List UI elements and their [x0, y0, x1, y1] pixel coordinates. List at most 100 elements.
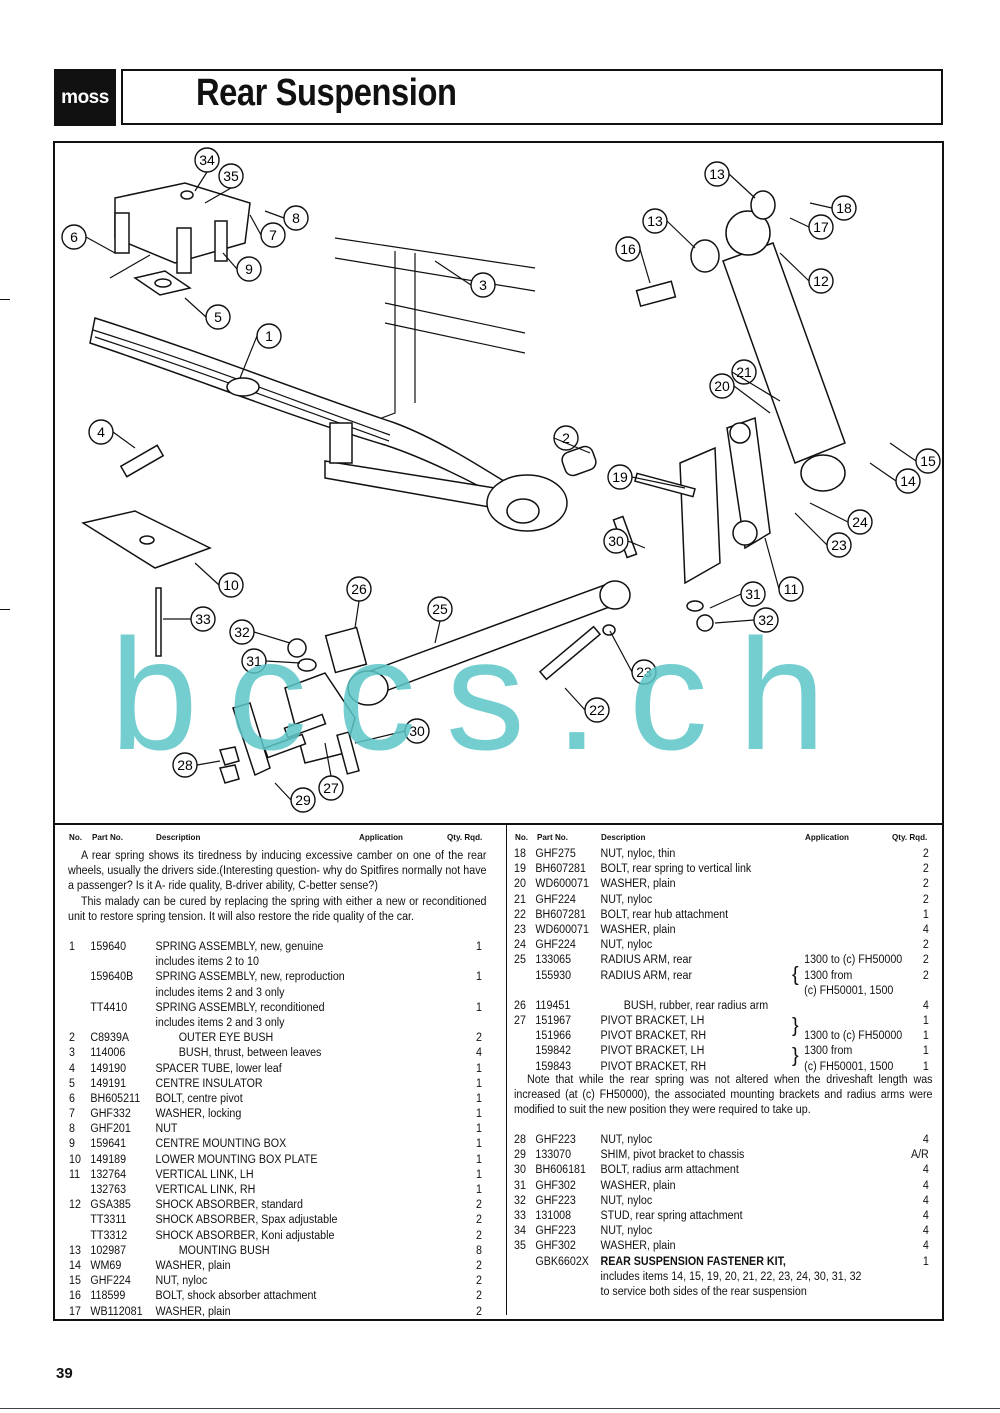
svg-text:23: 23: [636, 664, 652, 680]
cell-no: 22: [514, 908, 526, 921]
cell-qty: 8: [475, 1244, 482, 1257]
page-title: Rear Suspension: [196, 72, 457, 114]
cell-qty: 1: [922, 908, 929, 921]
callout-19: 19: [607, 464, 633, 490]
cell-no: 13: [69, 1244, 81, 1257]
stud: [155, 587, 162, 657]
page-number: 39: [56, 1365, 73, 1382]
cell-app: (c) FH50001, 1500: [804, 984, 894, 997]
margin-mark: [0, 299, 10, 300]
cell-part: 119451: [535, 999, 571, 1012]
cell-qty: 2: [922, 969, 929, 982]
watermark: bccs.ch: [110, 607, 856, 783]
callout-32: 32: [229, 619, 255, 645]
cell-qty: 2: [475, 1214, 482, 1227]
callout-1: 1: [256, 323, 282, 349]
col-qty-header: Qty. Rqd.: [447, 832, 483, 842]
cell-no: 27: [514, 1015, 526, 1028]
nut: [287, 638, 307, 658]
nut: [696, 614, 714, 632]
note-text: Note that while the rear spring was not …: [514, 1074, 933, 1117]
col-desc-header: Description: [156, 832, 201, 842]
cell-part: GHF332: [90, 1108, 131, 1121]
washer: [686, 600, 704, 612]
cell-no: 16: [69, 1290, 81, 1303]
svg-text:30: 30: [409, 723, 425, 739]
svg-text:34: 34: [199, 152, 215, 168]
cell-qty: 1: [475, 1001, 482, 1014]
cell-desc: NUT, nyloc: [600, 1194, 653, 1207]
svg-text:10: 10: [223, 577, 239, 593]
spacer-tube: [119, 444, 165, 478]
callout-6: 6: [61, 224, 87, 250]
svg-text:6: 6: [70, 229, 78, 245]
svg-text:19: 19: [612, 469, 628, 485]
table-row: (c) FH50001, 1500: [514, 984, 929, 999]
cell-no: 12: [69, 1199, 81, 1212]
cell-part: 159641: [90, 1138, 127, 1151]
cell-desc: BOLT, rear spring to vertical link: [600, 863, 752, 876]
cell-desc: WASHER, plain: [155, 1259, 231, 1272]
cell-part: GBK6602X: [535, 1255, 589, 1268]
cell-app: 1300 to (c) FH50000: [804, 1030, 903, 1043]
svg-text:16: 16: [620, 241, 636, 257]
col-qty-header: Qty. Rqd.: [892, 832, 928, 842]
svg-text:25: 25: [432, 601, 448, 617]
cell-qty: 4: [922, 1225, 929, 1238]
cell-no: 2: [69, 1032, 75, 1045]
cell-desc: MOUNTING BUSH: [178, 1244, 270, 1257]
cell-app: 1300 from: [804, 1045, 853, 1058]
footer-line: [0, 1408, 1000, 1409]
cell-part: 114006: [90, 1047, 126, 1060]
exploded-parts-diagram: 34 35 8 7 6 9 3 5 1 4 2 10 33 32 31 30 2…: [61, 147, 941, 813]
cell-part: 132763: [90, 1184, 127, 1196]
cell-desc: to service both sides of the rear suspen…: [600, 1285, 807, 1298]
svg-text:13: 13: [647, 213, 663, 229]
cell-no: 26: [514, 999, 526, 1012]
callout-11: 11: [778, 576, 804, 602]
cell-desc: NUT, nyloc, thin: [600, 848, 676, 860]
cell-desc: OUTER EYE BUSH: [178, 1032, 274, 1045]
callout-3: 3: [470, 272, 496, 298]
cell-no: 4: [69, 1062, 75, 1075]
cell-desc: SHOCK ABSORBER, Spax adjustable: [155, 1214, 338, 1227]
cell-no: 29: [514, 1149, 526, 1162]
cell-part: GSA385: [90, 1199, 131, 1212]
cell-part: 155930: [535, 969, 572, 982]
cell-desc: SHIM, pivot bracket to chassis: [600, 1149, 745, 1162]
cell-desc: BOLT, radius arm attachment: [600, 1164, 739, 1177]
cell-part: 102987: [90, 1244, 127, 1257]
cell-desc: SPRING ASSEMBLY, reconditioned: [155, 1001, 325, 1014]
cell-no: 17: [69, 1305, 81, 1318]
cell-part: 133070: [535, 1149, 572, 1162]
callout-27: 27: [318, 775, 344, 801]
cell-desc: BUSH, rubber, rear radius arm: [623, 999, 769, 1012]
cell-part: 159842: [535, 1045, 572, 1058]
table-row: includes items 2 to 10: [69, 955, 482, 970]
cell-part: BH607281: [535, 908, 586, 921]
chassis-frame: [334, 237, 536, 434]
cell-desc: NUT: [155, 1123, 178, 1136]
cell-qty: 2: [922, 878, 929, 891]
cell-qty: 1: [475, 1168, 482, 1181]
cell-no: 5: [69, 1077, 75, 1090]
cell-no: 8: [69, 1123, 75, 1136]
cell-part: 131008: [535, 1209, 572, 1222]
svg-text:26: 26: [351, 581, 367, 597]
cell-qty: 2: [475, 1229, 482, 1242]
cell-desc: REAR SUSPENSION FASTENER KIT,: [600, 1255, 786, 1268]
intro-text: A rear spring shows its tiredness by ind…: [68, 849, 487, 925]
